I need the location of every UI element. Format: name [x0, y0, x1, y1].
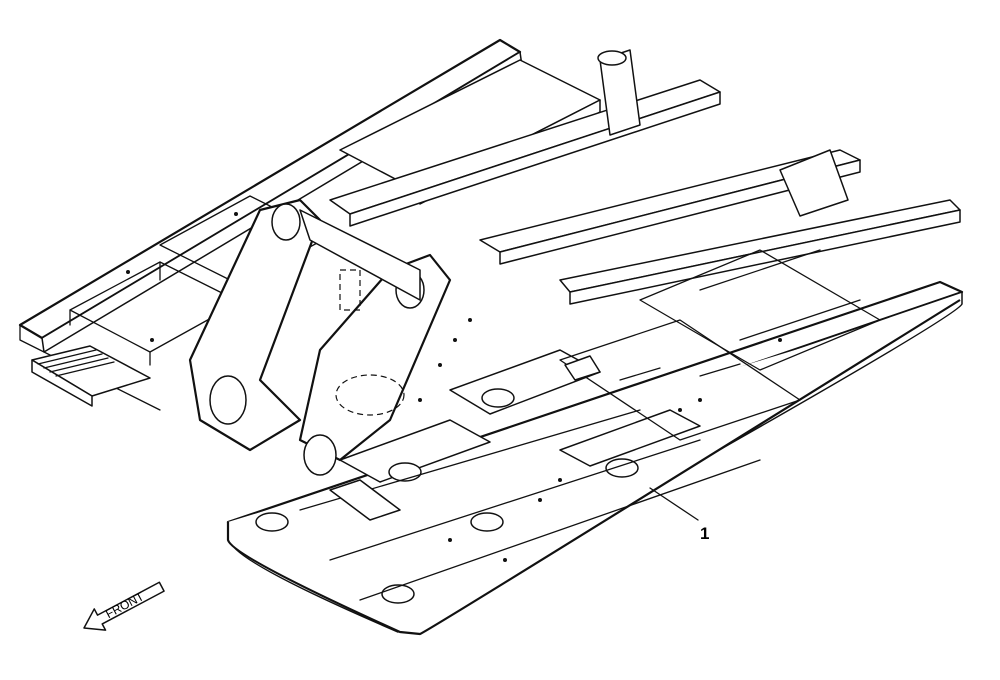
tower-pin-hole-left — [271, 203, 301, 241]
boom-mount-tower — [188, 198, 472, 476]
pad-6 — [381, 584, 415, 604]
front-arrow: FRONT — [83, 581, 165, 631]
pad-5 — [255, 512, 289, 532]
right-bracket — [779, 149, 849, 217]
hidden-opening — [335, 374, 405, 416]
boom-pin-right — [303, 434, 337, 476]
pad-4 — [470, 512, 504, 532]
leader-line — [649, 487, 699, 521]
pad-3 — [605, 458, 639, 478]
deck-plate-3 — [559, 409, 701, 467]
deck-plate-2 — [339, 419, 491, 483]
hidden-bracket — [339, 269, 361, 311]
front-arrow-icon — [83, 581, 165, 631]
front-label: FRONT — [103, 589, 147, 621]
right-floor — [559, 249, 881, 441]
pad-2 — [388, 462, 422, 482]
front-skirt — [226, 299, 961, 636]
post-hole — [597, 50, 627, 66]
step-side — [31, 359, 93, 407]
boom-pin-left — [209, 375, 247, 425]
rear-cross-members — [329, 49, 961, 305]
callout-number: 1 — [700, 524, 709, 543]
callout-1: 1 — [649, 487, 709, 543]
comb-bracket — [564, 355, 601, 381]
rear-step — [31, 345, 151, 407]
pad-1 — [481, 388, 515, 408]
front-deck — [255, 349, 761, 604]
bracket-plate — [329, 479, 401, 521]
